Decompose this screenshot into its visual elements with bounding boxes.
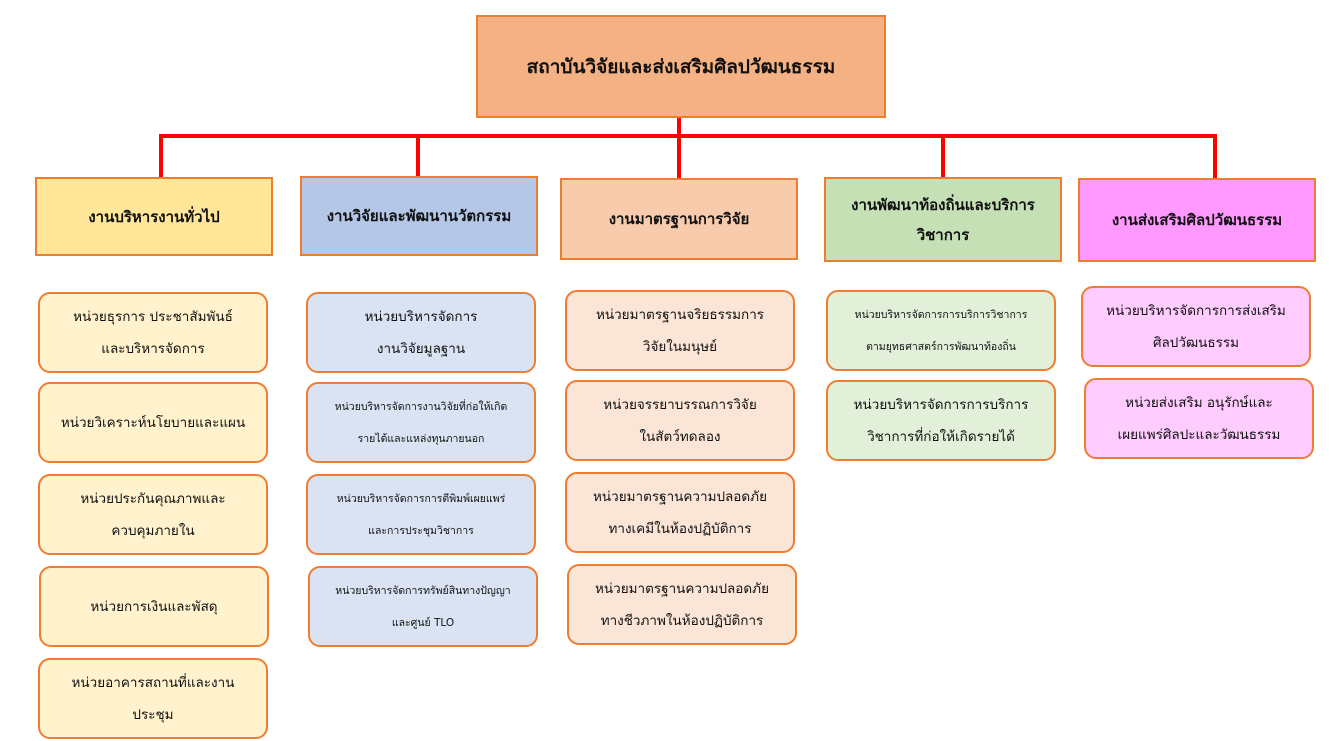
unit-label: หน่วยจรรยาบรรณการวิจัย ในสัตว์ทดลอง <box>603 396 757 445</box>
unit-box: หน่วยมาตรฐานความปลอดภัย ทางชีวภาพในห้องป… <box>567 564 797 645</box>
connector-horizontal <box>159 134 1217 138</box>
unit-box: หน่วยวิเคราะห์นโยบายและแผน <box>38 382 268 463</box>
unit-label: หน่วยบริหารจัดการการส่งเสริม ศิลปวัฒนธรร… <box>1106 302 1286 351</box>
unit-box: หน่วยบริหารจัดการทรัพย์สินทางปัญญา และศู… <box>308 566 538 647</box>
connector-dept-5 <box>1213 134 1217 179</box>
unit-label: หน่วยบริหารจัดการ งานวิจัยมูลฐาน <box>364 308 478 357</box>
root-node: สถาบันวิจัยและส่งเสริมศิลปวัฒนธรรม <box>476 15 886 118</box>
connector-dept-3 <box>677 134 681 179</box>
department-label: งานพัฒนาท้องถิ่นและบริการ วิชาการ <box>851 195 1035 244</box>
department-label: งานวิจัยและพัฒนานวัตกรรม <box>326 207 512 225</box>
connector-dept-4 <box>941 134 945 178</box>
unit-label: หน่วยวิเคราะห์นโยบายและแผน <box>60 414 246 431</box>
unit-label: หน่วยอาคารสถานที่และงาน ประชุม <box>71 674 235 723</box>
department-box-1: งานบริหารงานทั่วไป <box>35 177 273 256</box>
unit-box: หน่วยจรรยาบรรณการวิจัย ในสัตว์ทดลอง <box>565 380 795 461</box>
unit-box: หน่วยอาคารสถานที่และงาน ประชุม <box>38 658 268 739</box>
unit-label: หน่วยการเงินและพัสดุ <box>90 598 218 615</box>
unit-label: หน่วยธุรการ ประชาสัมพันธ์ และบริหารจัดกา… <box>73 308 233 357</box>
unit-box: หน่วยบริหารจัดการ งานวิจัยมูลฐาน <box>306 292 536 373</box>
unit-box: หน่วยมาตรฐานจริยธรรมการ วิจัยในมนุษย์ <box>565 290 795 371</box>
unit-box: หน่วยบริหารจัดการการตีพิมพ์เผยแพร่ และกา… <box>306 474 536 555</box>
connector-root-down <box>677 117 681 138</box>
department-label: งานบริหารงานทั่วไป <box>88 207 220 226</box>
connector-dept-1 <box>159 134 163 178</box>
unit-label: หน่วยบริหารจัดการการตีพิมพ์เผยแพร่ และกา… <box>336 492 506 537</box>
unit-box: หน่วยบริหารจัดการงานวิจัยที่ก่อให้เกิด ร… <box>306 382 536 463</box>
unit-box: หน่วยประกันคุณภาพและ ควบคุมภายใน <box>38 474 268 555</box>
department-label: งานมาตรฐานการวิจัย <box>608 210 750 228</box>
unit-label: หน่วยบริหารจัดการงานวิจัยที่ก่อให้เกิด ร… <box>334 400 508 445</box>
unit-label: หน่วยบริหารจัดการการบริการ วิชาการที่ก่อ… <box>853 396 1029 445</box>
unit-box: หน่วยการเงินและพัสดุ <box>39 566 269 647</box>
department-box-4: งานพัฒนาท้องถิ่นและบริการ วิชาการ <box>824 177 1062 262</box>
unit-label: หน่วยบริหารจัดการการบริการวิชาการ ตามยุท… <box>854 308 1028 353</box>
unit-box: หน่วยธุรการ ประชาสัมพันธ์ และบริหารจัดกา… <box>38 292 268 373</box>
department-label: งานส่งเสริมศิลปวัฒนธรรม <box>1111 211 1283 229</box>
unit-label: หน่วยส่งเสริม อนุรักษ์และ เผยแพร่ศิลปะแล… <box>1117 394 1281 443</box>
unit-box: หน่วยบริหารจัดการการส่งเสริม ศิลปวัฒนธรร… <box>1081 286 1311 367</box>
unit-box: หน่วยมาตรฐานความปลอดภัย ทางเคมีในห้องปฏิ… <box>565 472 795 553</box>
unit-box: หน่วยส่งเสริม อนุรักษ์และ เผยแพร่ศิลปะแล… <box>1084 378 1314 459</box>
unit-label: หน่วยบริหารจัดการทรัพย์สินทางปัญญา และศู… <box>335 584 511 629</box>
unit-box: หน่วยบริหารจัดการการบริการวิชาการ ตามยุท… <box>826 290 1056 371</box>
unit-label: หน่วยมาตรฐานความปลอดภัย ทางชีวภาพในห้องป… <box>595 580 769 629</box>
department-box-3: งานมาตรฐานการวิจัย <box>560 178 798 260</box>
root-label: สถาบันวิจัยและส่งเสริมศิลปวัฒนธรรม <box>526 55 836 78</box>
unit-label: หน่วยมาตรฐานจริยธรรมการ วิจัยในมนุษย์ <box>595 306 765 355</box>
unit-label: หน่วยมาตรฐานความปลอดภัย ทางเคมีในห้องปฏิ… <box>593 488 767 537</box>
department-box-2: งานวิจัยและพัฒนานวัตกรรม <box>300 176 538 256</box>
unit-box: หน่วยบริหารจัดการการบริการ วิชาการที่ก่อ… <box>826 380 1056 461</box>
unit-label: หน่วยประกันคุณภาพและ ควบคุมภายใน <box>80 490 226 539</box>
connector-dept-2 <box>416 134 420 177</box>
department-box-5: งานส่งเสริมศิลปวัฒนธรรม <box>1078 178 1316 262</box>
